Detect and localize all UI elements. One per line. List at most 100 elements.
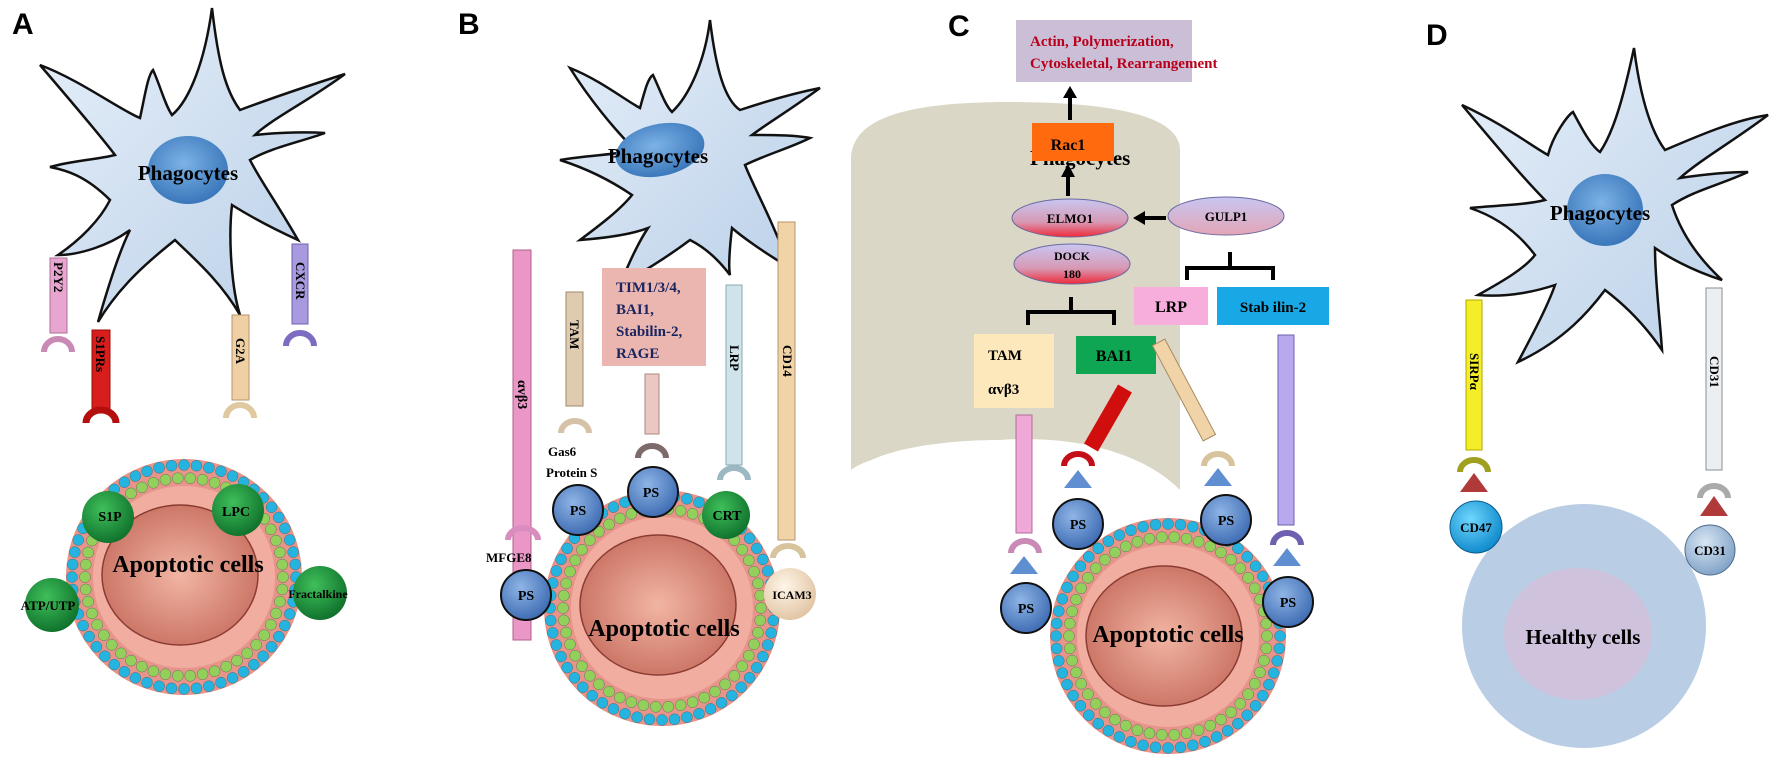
- receptor-tam: [1015, 414, 1033, 534]
- membrane-bead: [577, 681, 589, 693]
- membrane-bead: [619, 708, 631, 720]
- membrane-bead: [743, 532, 756, 544]
- membrane-bead: [118, 476, 131, 488]
- membrane-bead: [1143, 533, 1156, 545]
- membrane-bead: [215, 465, 227, 477]
- membrane-bead: [147, 477, 160, 489]
- membrane-bead: [1162, 518, 1174, 530]
- apoptotic-cell-b: Apoptotic cells: [544, 490, 780, 726]
- arrow-left-icon: [1133, 211, 1166, 225]
- ligand-cd47: CD47: [1449, 500, 1503, 554]
- membrane-bead: [607, 501, 620, 513]
- membrane-bead: [1063, 630, 1075, 642]
- membrane-bead: [82, 546, 94, 559]
- membrane-bead: [752, 626, 764, 639]
- svg-text:αvβ3: αvβ3: [988, 382, 1019, 398]
- ligand-ps: PS: [1200, 494, 1252, 546]
- membrane-bead: [693, 496, 705, 508]
- membrane-bead: [125, 487, 137, 500]
- svg-text:Stabilin-2,: Stabilin-2,: [616, 324, 683, 340]
- membrane-bead: [1260, 642, 1272, 655]
- membrane-bead: [662, 701, 674, 713]
- membrane-bead: [129, 672, 142, 684]
- svg-text:BAI1,: BAI1,: [616, 302, 654, 318]
- svg-text:PS: PS: [1018, 602, 1035, 617]
- receptor-lrp: [1151, 338, 1217, 442]
- membrane-bead: [208, 665, 221, 677]
- membrane-bead: [208, 477, 221, 489]
- membrane-bead: [1125, 736, 1137, 748]
- membrane-bead: [1074, 560, 1087, 572]
- membrane-bead: [153, 462, 165, 474]
- receptor-p2y2: P2Y2: [41, 257, 75, 353]
- apoptotic-cell-c: Apoptotic cells: [1050, 518, 1286, 754]
- dock180-oval: [1013, 243, 1131, 285]
- membrane-bead: [1263, 678, 1275, 691]
- svg-text:CD47: CD47: [1460, 520, 1492, 535]
- bridging-label-mfge8: MFGE8: [486, 550, 532, 565]
- membrane-bead: [1070, 593, 1082, 606]
- membrane-bead: [1075, 582, 1087, 594]
- membrane-bead: [736, 660, 748, 672]
- membrane-bead: [276, 583, 288, 596]
- membrane-bead: [82, 595, 94, 608]
- membrane-bead: [99, 650, 111, 662]
- apoptotic-cell-label: Apoptotic cells: [588, 616, 739, 642]
- ligand-ps: PS: [500, 569, 552, 621]
- membrane-bead: [1125, 524, 1137, 536]
- membrane-bead: [643, 713, 656, 725]
- membrane-bead: [545, 614, 557, 627]
- membrane-bead: [66, 558, 79, 571]
- membrane-bead: [203, 462, 215, 474]
- membrane-bead: [625, 696, 638, 708]
- membrane-bead: [650, 701, 662, 713]
- ligand-ps: PS: [1052, 498, 1104, 550]
- membrane-bead: [1258, 654, 1270, 667]
- membrane-bead: [90, 641, 103, 653]
- membrane-bead: [1075, 678, 1087, 690]
- membrane-bead: [1070, 666, 1082, 679]
- membrane-bead: [1156, 531, 1168, 543]
- membrane-bead: [172, 472, 184, 484]
- bracket-icon: [1026, 297, 1116, 325]
- membrane-bead: [564, 565, 576, 578]
- ligand-cd31: CD31: [1684, 524, 1736, 576]
- phagocyte-label: Phagocytes: [138, 161, 238, 185]
- membrane-bead: [560, 577, 572, 590]
- bridging-label-protein-s: Protein S: [546, 465, 597, 480]
- membrane-bead: [237, 666, 250, 678]
- membrane-bead: [555, 553, 567, 566]
- receptor-cd14: CD14: [770, 221, 806, 559]
- panel-letter-d: D: [1426, 19, 1448, 52]
- membrane-bead: [547, 627, 559, 639]
- membrane-bead: [748, 638, 760, 651]
- membrane-bead: [751, 661, 763, 674]
- membrane-bead: [709, 685, 721, 698]
- membrane-bead: [1109, 546, 1121, 559]
- membrane-bead: [555, 650, 567, 663]
- membrane-bead: [1180, 533, 1193, 545]
- membrane-bead: [1083, 551, 1095, 563]
- receptor-label: P2Y2: [51, 262, 66, 292]
- membrane-bead: [1274, 630, 1286, 642]
- membrane-bead: [241, 647, 253, 659]
- membrane-bead: [1187, 521, 1199, 533]
- membrane-bead: [106, 639, 118, 651]
- ligand-ps: PS: [1262, 576, 1314, 628]
- receptor-stabilin2: [1277, 334, 1295, 526]
- membrane-bead: [1083, 709, 1095, 721]
- membrane-bead: [1053, 655, 1065, 667]
- svg-text:DOCK: DOCK: [1054, 249, 1091, 263]
- membrane-bead: [277, 571, 289, 583]
- membrane-bead: [743, 650, 755, 662]
- nucleus-icon: [615, 122, 705, 178]
- membrane-bead: [1257, 570, 1269, 583]
- membrane-bead: [1168, 729, 1180, 741]
- membrane-bead: [1242, 688, 1254, 700]
- membrane-bead: [1120, 719, 1132, 732]
- membrane-bead: [1064, 617, 1076, 630]
- membrane-bead: [141, 677, 153, 689]
- membrane-bead: [1064, 642, 1076, 655]
- membrane-bead: [603, 685, 615, 698]
